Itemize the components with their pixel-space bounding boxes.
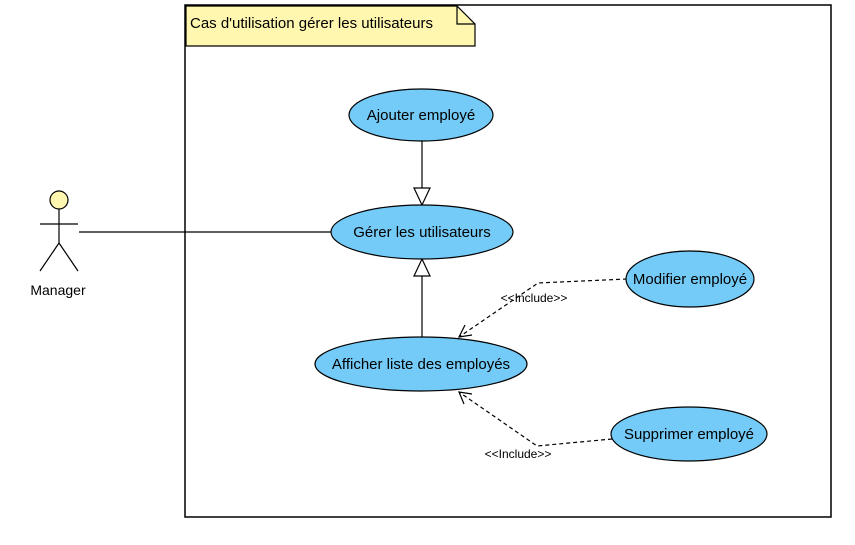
actor-name: Manager bbox=[30, 282, 86, 298]
actor-head bbox=[49, 190, 69, 210]
actor-left-leg bbox=[39, 242, 60, 272]
include-modifier-afficher[interactable]: <<Include>> bbox=[457, 278, 628, 338]
generalization-arrowhead bbox=[413, 257, 431, 277]
include-arrowhead bbox=[458, 391, 473, 405]
use-case-ellipse bbox=[610, 406, 768, 462]
include-arrowhead bbox=[457, 324, 473, 338]
generalization-afficher-gerer[interactable] bbox=[413, 257, 431, 338]
use-case-ellipse bbox=[625, 250, 755, 308]
note-shape bbox=[185, 5, 476, 47]
include-label-supprimer: <<Include>> bbox=[485, 447, 552, 461]
actor-manager[interactable]: Manager bbox=[30, 190, 86, 298]
generalization-arrowhead bbox=[413, 187, 431, 207]
boundary-title-note[interactable]: Cas d'utilisation gérer les utilisateurs bbox=[185, 5, 476, 47]
use-case-modifier-employe[interactable]: Modifier employé bbox=[625, 250, 755, 308]
actor-right-leg bbox=[58, 242, 79, 272]
use-case-ellipse bbox=[348, 88, 494, 142]
use-case-gerer-utilisateurs[interactable]: Gérer les utilisateurs bbox=[330, 204, 514, 260]
include-supprimer-afficher[interactable]: <<Include>> bbox=[458, 391, 613, 461]
use-case-supprimer-employe[interactable]: Supprimer employé bbox=[610, 406, 768, 462]
use-case-label: Ajouter employé bbox=[367, 107, 475, 124]
generalization-ajouter-gerer[interactable] bbox=[413, 141, 431, 207]
note-fold bbox=[456, 6, 475, 25]
include-label-modifier: <<Include>> bbox=[501, 291, 568, 305]
use-case-label: Afficher liste des employés bbox=[332, 356, 510, 373]
use-case-label: Supprimer employé bbox=[624, 426, 754, 443]
use-case-label: Gérer les utilisateurs bbox=[353, 224, 491, 241]
use-case-afficher-liste[interactable]: Afficher liste des employés bbox=[314, 336, 528, 392]
include-line bbox=[458, 278, 628, 338]
use-case-ajouter-employe[interactable]: Ajouter employé bbox=[348, 88, 494, 142]
use-case-ellipse bbox=[330, 204, 514, 260]
use-case-label: Modifier employé bbox=[633, 271, 747, 288]
use-case-ellipse bbox=[314, 336, 528, 392]
boundary-title: Cas d'utilisation gérer les utilisateurs bbox=[190, 15, 433, 32]
